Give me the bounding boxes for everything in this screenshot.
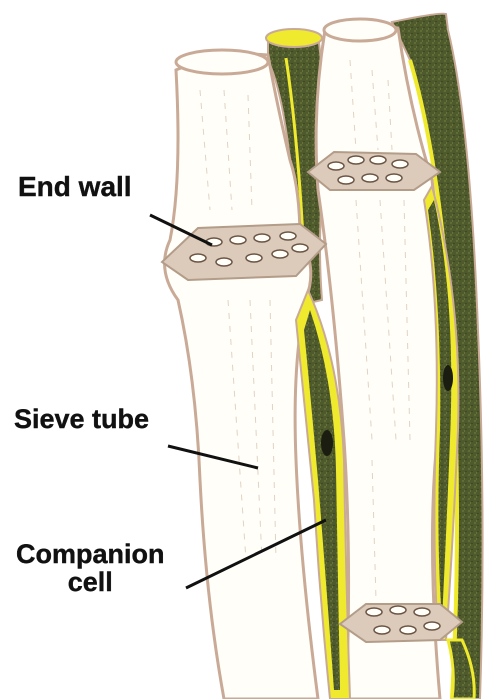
companion-cell-label: Companion cell (16, 540, 165, 597)
companion-cell-label-line2: cell (16, 568, 165, 596)
companion-cell-label-line1: Companion (16, 540, 165, 568)
nucleus-left (321, 430, 333, 456)
nucleus-right (443, 365, 453, 391)
end-wall-label: End wall (18, 172, 132, 201)
sieve-tube-label: Sieve tube (14, 405, 149, 433)
sieve-plate-upper (308, 152, 440, 190)
sieve-plate-lower (340, 604, 462, 642)
